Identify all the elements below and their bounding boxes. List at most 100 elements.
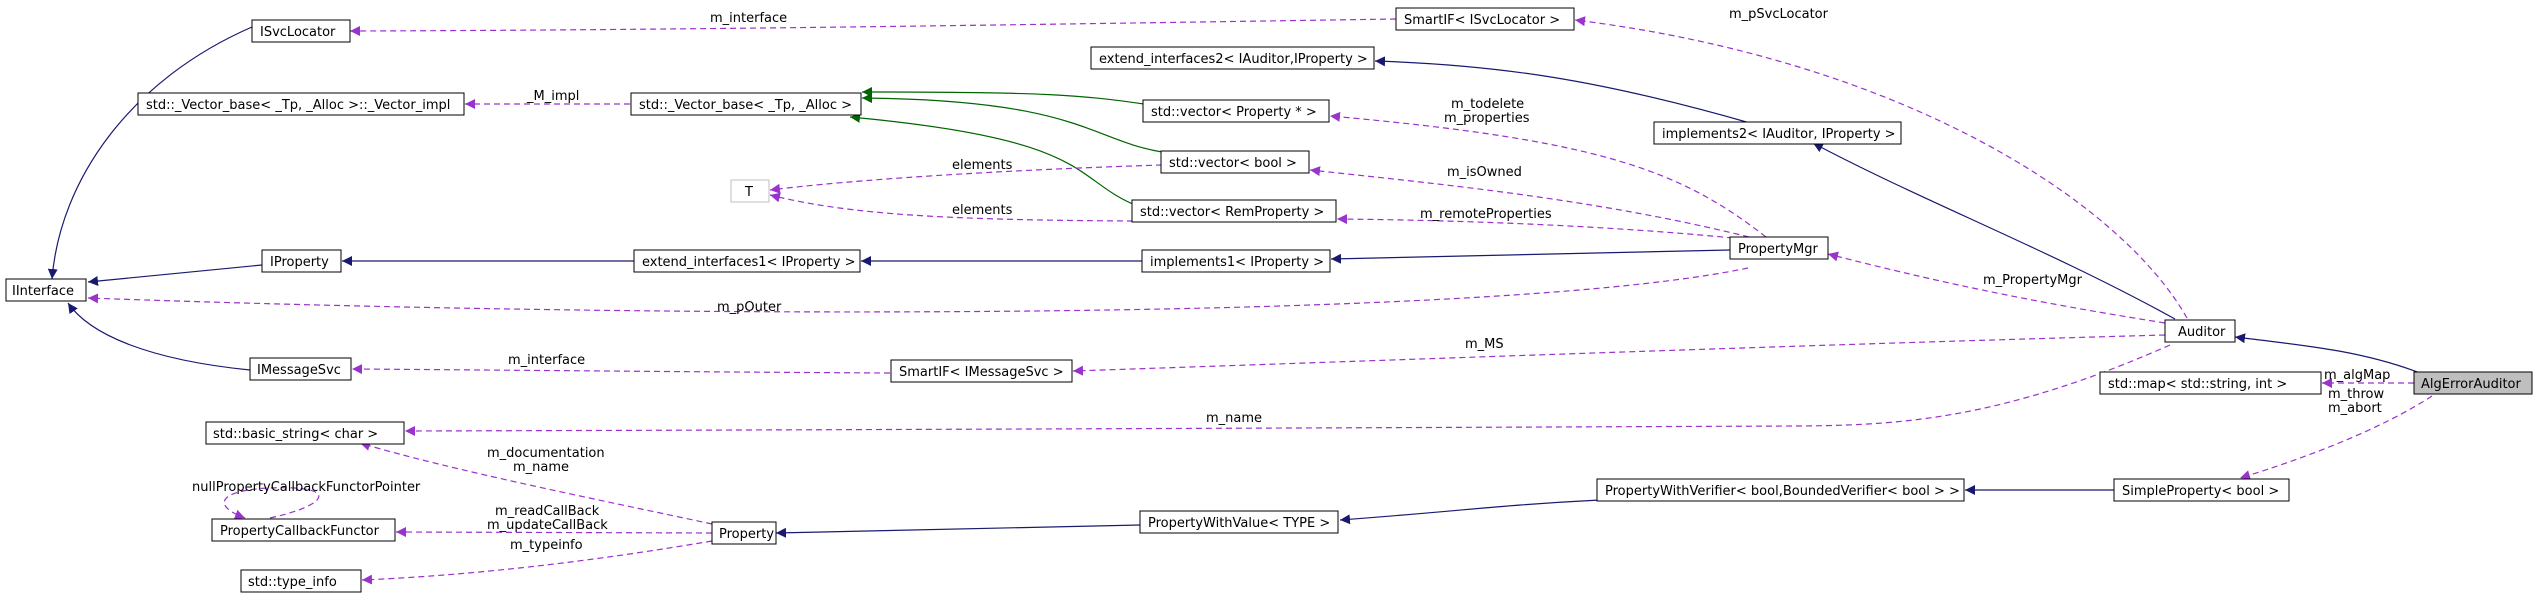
label-m-name-property: m_name — [513, 460, 569, 475]
label-nullpropertycallbackfunctorpointer: nullPropertyCallbackFunctorPointer — [192, 480, 421, 495]
node-vector-impl[interactable]: std::_Vector_base< _Tp, _Alloc >::_Vecto… — [137, 92, 465, 116]
edge-m-ms — [1072, 334, 2166, 376]
node-map-string-int[interactable]: std::map< std::string, int > — [2099, 371, 2322, 395]
edge-m-propertymgr — [1827, 251, 2166, 324]
node-implements2[interactable]: implements2< IAuditor, IProperty > — [1653, 121, 1902, 145]
node-basic-string[interactable]: std::basic_string< char > — [205, 421, 405, 445]
label-m-throw: m_throw — [2328, 387, 2385, 402]
node-smartif-isvclocator[interactable]: SmartIF< ISvcLocator > — [1395, 7, 1575, 31]
label-elements-bool: elements — [952, 158, 1013, 173]
label-m-ms: m_MS — [1465, 337, 1504, 352]
svg-text:std::type_info: std::type_info — [248, 575, 337, 590]
node-extend-interfaces1[interactable]: extend_interfaces1< IProperty > — [633, 249, 861, 273]
node-vector-property-ptr[interactable]: std::vector< Property * > — [1142, 99, 1330, 123]
svg-text:Property: Property — [719, 527, 774, 542]
node-vector-remproperty[interactable]: std::vector< RemProperty > — [1131, 199, 1337, 223]
svg-text:PropertyWithVerifier< bool,Bou: PropertyWithVerifier< bool,BoundedVerifi… — [1605, 484, 1960, 499]
svg-text:AlgErrorAuditor: AlgErrorAuditor — [2421, 377, 2521, 392]
node-propertywithvalue[interactable]: PropertyWithValue< TYPE > — [1139, 510, 1339, 534]
node-property[interactable]: Property — [711, 521, 777, 545]
label-m-remoteproperties: m_remoteProperties — [1420, 207, 1552, 222]
label-m-propertymgr: m_PropertyMgr — [1983, 273, 2083, 288]
node-propertywithverifier[interactable]: PropertyWithVerifier< bool,BoundedVerifi… — [1596, 478, 1965, 502]
node-imessagesvc[interactable]: IMessageSvc — [249, 357, 352, 381]
label-m-abort: m_abort — [2328, 401, 2382, 416]
edge-vector-rem-template — [849, 112, 1141, 208]
svg-text:IInterface: IInterface — [12, 284, 74, 299]
edge-iproperty-to-iinterface — [87, 264, 263, 287]
edge-implements2-to-extend2 — [1374, 56, 1751, 124]
svg-text:std::vector< RemProperty >: std::vector< RemProperty > — [1140, 205, 1324, 220]
edge-m-isowned — [1309, 166, 1750, 238]
node-algerrorauditor[interactable]: AlgErrorAuditor — [2413, 371, 2533, 395]
edge-m-documentation-name — [359, 441, 713, 525]
label-m-pouter: m_pOuter — [717, 300, 782, 315]
svg-text:std::vector< bool >: std::vector< bool > — [1169, 156, 1297, 171]
svg-text:std::_Vector_base< _Tp, _Alloc: std::_Vector_base< _Tp, _Alloc >::_Vecto… — [146, 98, 450, 113]
label-m-documentation: m_documentation — [487, 446, 605, 461]
edge-m-psvclocator — [1574, 16, 2188, 319]
edge-imessagesvc-to-iinterface — [67, 302, 251, 371]
svg-text:ISvcLocator: ISvcLocator — [260, 25, 336, 40]
edge-m-remoteproperties — [1336, 214, 1734, 239]
edge-propertymgr-to-implements1 — [1330, 249, 1731, 264]
node-implements1[interactable]: implements1< IProperty > — [1141, 249, 1331, 273]
edge-propwithverifier-to-propwithvalue — [1339, 499, 1601, 525]
edge-algerror-to-auditor — [2234, 333, 2421, 374]
edge-auditor-to-implements2 — [1812, 142, 2176, 320]
node-smartif-imessagesvc[interactable]: SmartIF< IMessageSvc > — [890, 359, 1073, 383]
svg-text:Auditor: Auditor — [2178, 325, 2226, 340]
edge-ilocator-to-iinterface — [47, 26, 253, 280]
edge-vector-bool-template — [861, 93, 1163, 153]
node-vector-base[interactable]: std::_Vector_base< _Tp, _Alloc > — [630, 92, 862, 116]
node-vector-bool[interactable]: std::vector< bool > — [1160, 150, 1310, 174]
edge-labels: m_interface m_pSvcLocator _M_impl m_tode… — [192, 7, 2390, 553]
edge-m-interface-msgsvc — [351, 364, 891, 375]
edges — [47, 16, 2433, 585]
svg-text:PropertyCallbackFunctor: PropertyCallbackFunctor — [220, 524, 380, 539]
svg-text:IProperty: IProperty — [270, 255, 329, 270]
svg-text:PropertyWithValue< TYPE >: PropertyWithValue< TYPE > — [1148, 516, 1330, 531]
label-m-interface-msg: m_interface — [508, 353, 585, 368]
svg-text:T: T — [744, 185, 753, 200]
node-type-info[interactable]: std::type_info — [240, 569, 362, 593]
svg-text:std::basic_string< char >: std::basic_string< char > — [213, 427, 378, 442]
svg-text:SmartIF< IMessageSvc >: SmartIF< IMessageSvc > — [899, 365, 1064, 380]
edge-m-name-auditor — [404, 344, 2171, 436]
edge-vector-ptr-template — [861, 87, 1145, 105]
svg-text:PropertyMgr: PropertyMgr — [1738, 242, 1818, 257]
edge-m-pouter — [87, 267, 1749, 313]
edge-propwithvalue-to-property — [775, 524, 1141, 538]
node-isvclocator[interactable]: ISvcLocator — [251, 19, 351, 43]
label-m-name-auditor: m_name — [1206, 411, 1262, 426]
node-iinterface[interactable]: IInterface — [5, 278, 87, 302]
node-auditor[interactable]: Auditor — [2164, 319, 2236, 343]
edge-m-interface-svclocator — [349, 18, 1397, 36]
node-extend-interfaces2[interactable]: extend_interfaces2< IAuditor,IProperty > — [1090, 46, 1375, 70]
label-m-updatecallback: m_updateCallBack — [487, 518, 608, 533]
svg-text:SimpleProperty< bool >: SimpleProperty< bool > — [2122, 484, 2279, 499]
node-iproperty[interactable]: IProperty — [261, 249, 342, 273]
svg-text:IMessageSvc: IMessageSvc — [257, 363, 341, 378]
edge-m-readcallback-updatecallback — [395, 527, 713, 538]
label-m-properties: m_properties — [1444, 111, 1530, 126]
node-propertymgr[interactable]: PropertyMgr — [1729, 236, 1829, 260]
edge-m-throw-abort — [2239, 395, 2433, 480]
label-m-interface-svc: m_interface — [710, 11, 787, 26]
edge-m-typeinfo — [361, 540, 713, 585]
label-m-isowned: m_isOwned — [1447, 165, 1522, 180]
node-propertycallbackfunctor[interactable]: PropertyCallbackFunctor — [211, 518, 396, 542]
svg-text:extend_interfaces2< IAuditor,I: extend_interfaces2< IAuditor,IProperty > — [1099, 52, 1368, 67]
svg-text:std::map< std::string, int >: std::map< std::string, int > — [2108, 377, 2287, 392]
label-m-psvclocator: m_pSvcLocator — [1729, 7, 1829, 22]
nodes: ISvcLocator SmartIF< ISvcLocator > exten… — [5, 7, 2533, 593]
edge-m-todelete-properties — [1329, 111, 1767, 238]
label-m-algmap: m_algMap — [2324, 368, 2390, 383]
node-t[interactable]: T — [730, 179, 770, 203]
label-elements-rem: elements — [952, 203, 1013, 218]
edge-elements-rem — [769, 192, 1134, 222]
svg-text:implements2< IAuditor, IProper: implements2< IAuditor, IProperty > — [1662, 127, 1896, 142]
node-simpleproperty-bool[interactable]: SimpleProperty< bool > — [2113, 478, 2290, 502]
svg-text:std::vector< Property * >: std::vector< Property * > — [1151, 105, 1317, 120]
